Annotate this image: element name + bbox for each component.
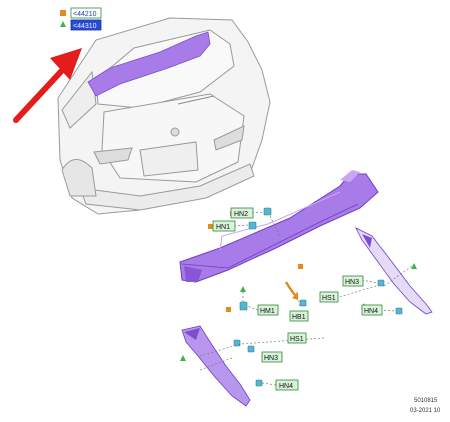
callout-hb1: HB1 — [289, 310, 309, 322]
fastener-icon — [233, 339, 241, 347]
callout-hs1-right: HS1 — [319, 291, 339, 303]
pointer-arrow-icon — [13, 48, 82, 123]
callout-hn4-left: HN4 — [275, 379, 299, 391]
fastener-icon — [255, 379, 263, 387]
callout-hn2: HN2 — [230, 207, 254, 219]
reference-date: 03-2021 10 — [410, 408, 441, 414]
rear-spoiler — [179, 170, 379, 283]
fastener-icon — [247, 345, 255, 353]
svg-text:HS1: HS1 — [290, 336, 304, 343]
fasteners — [233, 207, 403, 387]
callout-hn1-top: HN1 — [212, 220, 236, 232]
vehicle-illustration — [57, 17, 271, 215]
callout-hn4-right: HN4 — [361, 304, 383, 316]
callout-labels: HN2 HN1 HN3 HS1 HN4 HM1 HB1 HS1 — [212, 207, 383, 391]
svg-text:HB1: HB1 — [292, 314, 306, 321]
fastener-icon — [377, 279, 385, 287]
fastener-icon — [263, 207, 272, 216]
callout-hm1: HM1 — [257, 304, 279, 316]
legend-label-2: <44310 — [73, 23, 97, 30]
svg-text:HN3: HN3 — [345, 279, 359, 286]
svg-text:HN4: HN4 — [364, 308, 378, 315]
orange-direction-arrow-icon — [284, 281, 297, 297]
legend-label-1: <44210 — [73, 11, 97, 18]
svg-text:HN1: HN1 — [216, 224, 230, 231]
legend: <44210 <44310 — [60, 7, 102, 31]
svg-text:HN2: HN2 — [234, 211, 248, 218]
green-triangle-icon — [60, 21, 66, 27]
svg-text:HN4: HN4 — [279, 383, 293, 390]
callout-hs1-left: HS1 — [287, 332, 307, 344]
svg-text:HM1: HM1 — [260, 308, 275, 315]
fastener-icon — [248, 221, 257, 230]
reference-code: 5010815 — [414, 398, 438, 404]
svg-text:HS1: HS1 — [322, 295, 336, 302]
left-side-trim — [181, 325, 251, 407]
fastener-icon — [299, 299, 307, 307]
callout-hn3-left: HN3 — [261, 351, 283, 363]
callout-hn3-right: HN3 — [342, 275, 364, 287]
spoiler-on-vehicle — [87, 31, 211, 97]
orange-square-icon — [60, 10, 66, 16]
leader-lines — [199, 211, 413, 386]
fastener-icon — [395, 307, 403, 315]
right-side-trim — [355, 227, 433, 315]
svg-text:HN3: HN3 — [264, 355, 278, 362]
fastener-icon — [239, 301, 248, 311]
